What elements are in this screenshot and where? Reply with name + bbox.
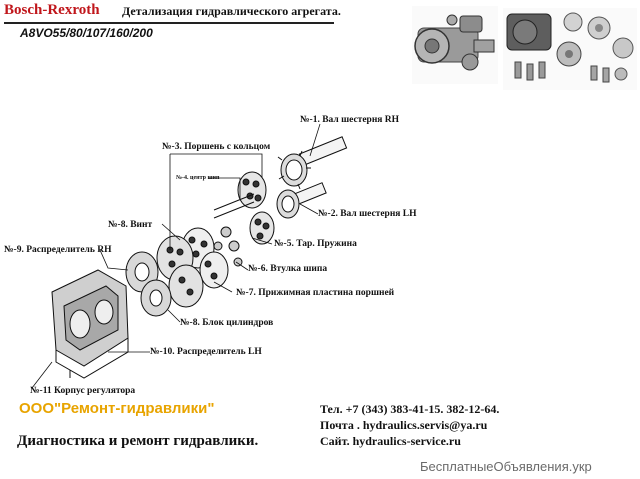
label-part-1: №-1. Вал шестерня RH [300,115,400,125]
shaft-lh-part [276,182,327,219]
parts-kit-photo [503,8,637,90]
label-part-10: №-10. Распределитель LH [150,347,262,357]
pump-model: A8VO55/80/107/160/200 [20,26,153,40]
pump-assembly-photo [412,6,498,84]
header-rule [4,22,334,24]
contact-site: Сайт. hydraulics-service.ru [320,434,461,448]
regulator-housing-part [51,269,129,379]
label-part-5: №-5. Тар. Пружина [274,239,357,249]
tagline: Диагностика и ремонт гидравлики. [17,433,259,449]
shaft-rh-part [277,136,348,190]
label-part-2: №-2. Вал шестерня LH [318,209,417,219]
valve-plate-part [125,251,172,317]
watermark: БесплатныеОбъявления.укр [420,459,592,474]
label-part-11: №-11 Корпус регулятора [30,386,136,396]
label-part-7: №-7. Прижимная пластина поршней [236,288,395,298]
center-pin-part [213,193,255,219]
label-part-9: №-9. Распределитель RH [4,245,112,255]
contact-email: Почта . hydraulics.servis@ya.ru [320,418,488,432]
company-name: ООО"Ремонт-гидравлики" [19,400,215,417]
label-part-6: №-6. Втулка шипа [248,264,328,274]
piston-set-part [237,171,275,245]
brand-title: Bosch-Rexroth [4,2,100,18]
diagram-subtitle: Детализация гидравлического агрегата. [122,4,341,18]
label-part-8-block: №-8. Блок цилиндров [180,318,274,328]
contact-phone: Тел. +7 (343) 383-41-15. 382-12-64. [320,402,500,416]
label-part-3: №-3. Поршень с кольцом [162,142,271,152]
label-part-4: №-4. центр шип [176,175,220,181]
label-part-8-screw: №-8. Винт [108,220,153,230]
spring-sleeve-parts [213,226,243,267]
